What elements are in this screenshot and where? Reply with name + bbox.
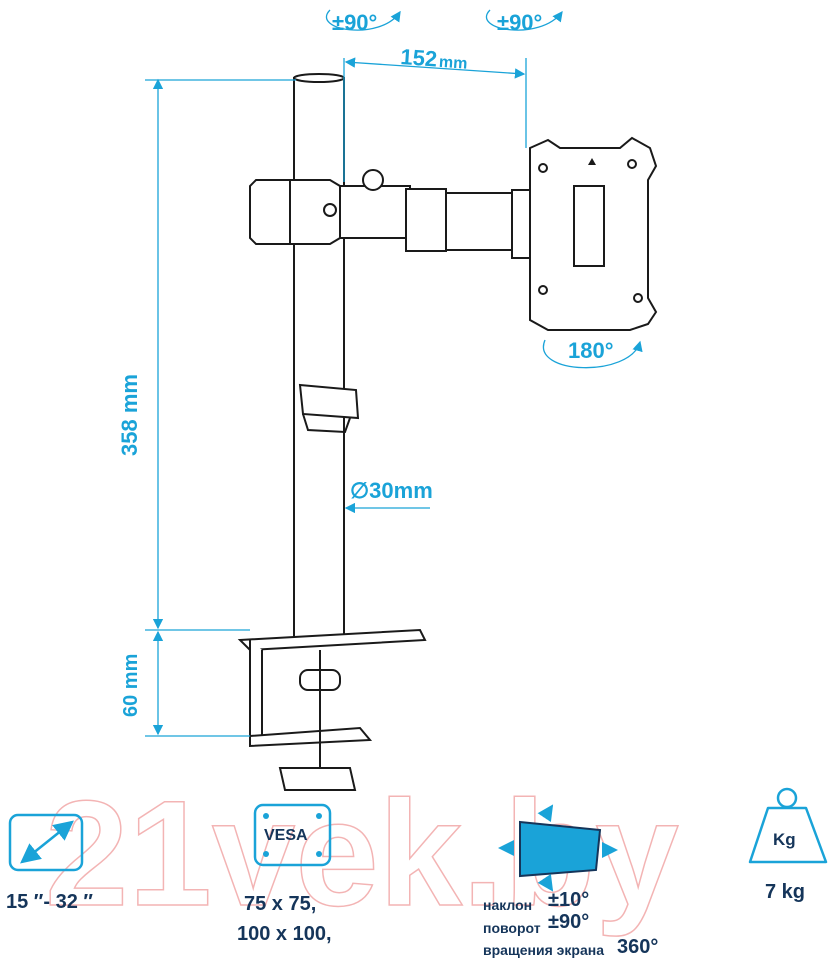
dimension-lines <box>145 9 643 737</box>
rotate-left-label: ±90° <box>332 10 377 35</box>
arm-length-unit: mm <box>438 54 468 73</box>
vesa-line1: 75 x 75, <box>244 893 316 915</box>
swivel-label: поворот <box>483 920 541 936</box>
tilt-label: наклон <box>483 897 532 913</box>
rotate-screen-arc <box>542 339 643 369</box>
swivel-value: ±90° <box>548 911 589 933</box>
pole-diameter-label: ∅30mm <box>350 478 433 503</box>
screen-size-spec: 15 ″- 32 ″ <box>6 813 93 913</box>
screen-movement-icon <box>519 820 602 878</box>
vesa-badge-text: VESA <box>264 827 308 844</box>
arm-base <box>339 185 411 239</box>
clamp-jaw <box>249 726 373 748</box>
collar <box>249 179 341 245</box>
mount-drawing <box>237 73 658 791</box>
rotation-label: вращения экрана <box>483 942 604 958</box>
movement-spec: наклон ±10° поворот ±90° вращения экрана… <box>483 804 658 958</box>
arm-screw <box>362 169 384 191</box>
arm-length-value: 152 <box>400 44 438 72</box>
cable-clip <box>298 383 360 420</box>
vesa-icon <box>253 803 332 867</box>
pole <box>293 77 345 639</box>
weight-spec: Kg 7 kg <box>748 787 828 903</box>
arm-length-dimension <box>344 57 526 79</box>
arm-length-label: 152mm <box>400 44 469 74</box>
rotate-screen-label: 180° <box>568 338 614 363</box>
clamp-handle <box>278 767 357 791</box>
screen-size-icon <box>8 813 84 872</box>
weight-badge-text: Kg <box>773 830 796 849</box>
rotation-value: 360° <box>617 936 658 958</box>
clamp-body <box>249 640 263 737</box>
rotate-left-arc <box>326 9 401 31</box>
arm-joint <box>405 188 447 252</box>
clamp-height-label: 60 mm <box>120 654 142 717</box>
rotate-right-arc <box>486 9 563 31</box>
collar-knob <box>323 203 337 217</box>
vesa-line2: 100 x 100, <box>237 923 332 945</box>
vesa-plate <box>529 136 658 331</box>
pole-top <box>293 73 345 83</box>
rotate-right-label: ±90° <box>497 10 542 35</box>
base-plate <box>237 628 427 652</box>
vesa-spec: VESA 75 x 75, 100 x 100, <box>237 803 332 945</box>
tilt-value: ±10° <box>548 889 589 911</box>
vesa-slot <box>573 185 605 267</box>
pole-height-label: 358 mm <box>117 374 142 456</box>
screen-size-label: 15 ″- 32 ″ <box>6 891 93 913</box>
weight-value: 7 kg <box>765 881 805 903</box>
weight-icon <box>748 806 828 864</box>
